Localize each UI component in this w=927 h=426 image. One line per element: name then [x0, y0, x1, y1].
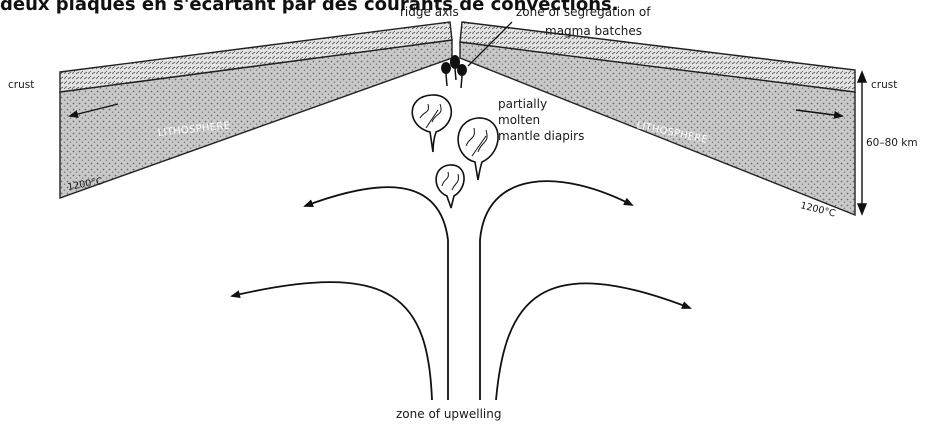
upwelling-inner-right — [480, 181, 632, 400]
diapirs-label-line3: mantle diapirs — [498, 129, 584, 143]
left-lithosphere-plate — [60, 22, 452, 198]
diapirs-label-line2: molten — [498, 113, 540, 127]
crust-label-right: crust — [871, 79, 897, 91]
diapirs-label-line1: partially — [498, 97, 547, 111]
upwelling-outer-left — [232, 282, 432, 400]
upwelling-inner-left — [305, 187, 448, 400]
thickness-label: 60–80 km — [866, 137, 918, 149]
diapir-lower — [436, 165, 464, 208]
upwelling-streamlines — [232, 181, 690, 400]
ridge-axis-label: ridge axis — [400, 5, 459, 19]
mantle-diapirs — [412, 95, 498, 208]
upwelling-outer-right — [496, 283, 690, 400]
segregation-label-line1: zone of segregation of — [516, 5, 651, 19]
diapir-right — [458, 118, 498, 180]
segregation-label-line2: magma batches — [545, 24, 642, 38]
diapir-upper-left — [412, 95, 451, 152]
thickness-bar — [858, 72, 866, 214]
upwelling-label: zone of upwelling — [396, 407, 501, 421]
crust-label-left: crust — [8, 79, 34, 91]
